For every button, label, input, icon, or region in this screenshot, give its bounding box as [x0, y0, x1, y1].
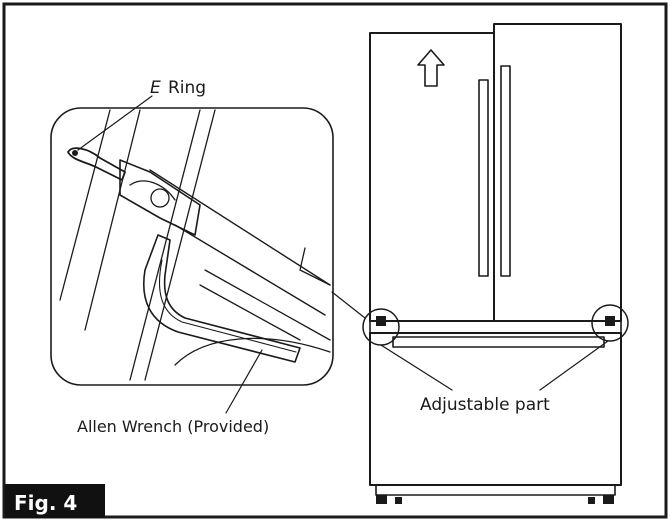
hinge-detail-view: [50, 107, 334, 386]
right-door-handle: [500, 65, 511, 277]
refrigerator-base: [375, 484, 616, 496]
allen-wrench: [143, 234, 301, 363]
e-ring-leader-line: [77, 95, 153, 151]
hinge-screw-left: [376, 316, 386, 326]
figure-caption: Fig. 4: [14, 491, 77, 515]
left-door-handle: [478, 79, 489, 277]
adjustable-part-leader-left: [380, 344, 453, 391]
detail-frame: [50, 107, 334, 386]
figure-caption-box: [5, 484, 105, 518]
adjustable-part-label: Adjustable part: [420, 395, 550, 415]
e-ring-label: Ring: [168, 78, 206, 98]
detail-leader-line: [331, 291, 366, 319]
hinge-screw-right: [605, 316, 615, 326]
adjustable-part-right-circle: [591, 304, 629, 342]
e-ring-part: [67, 147, 126, 181]
e-ring-letter: E: [150, 78, 161, 98]
refrigerator: [369, 23, 622, 504]
freezer-handle: [392, 336, 605, 348]
allen-wrench-label: Allen Wrench (Provided): [77, 417, 269, 436]
allen-wrench-leader-line: [225, 349, 263, 414]
adjustable-part-leader-right: [539, 340, 609, 391]
refrigerator-feet: [376, 495, 614, 504]
up-arrow-icon: [417, 49, 445, 87]
